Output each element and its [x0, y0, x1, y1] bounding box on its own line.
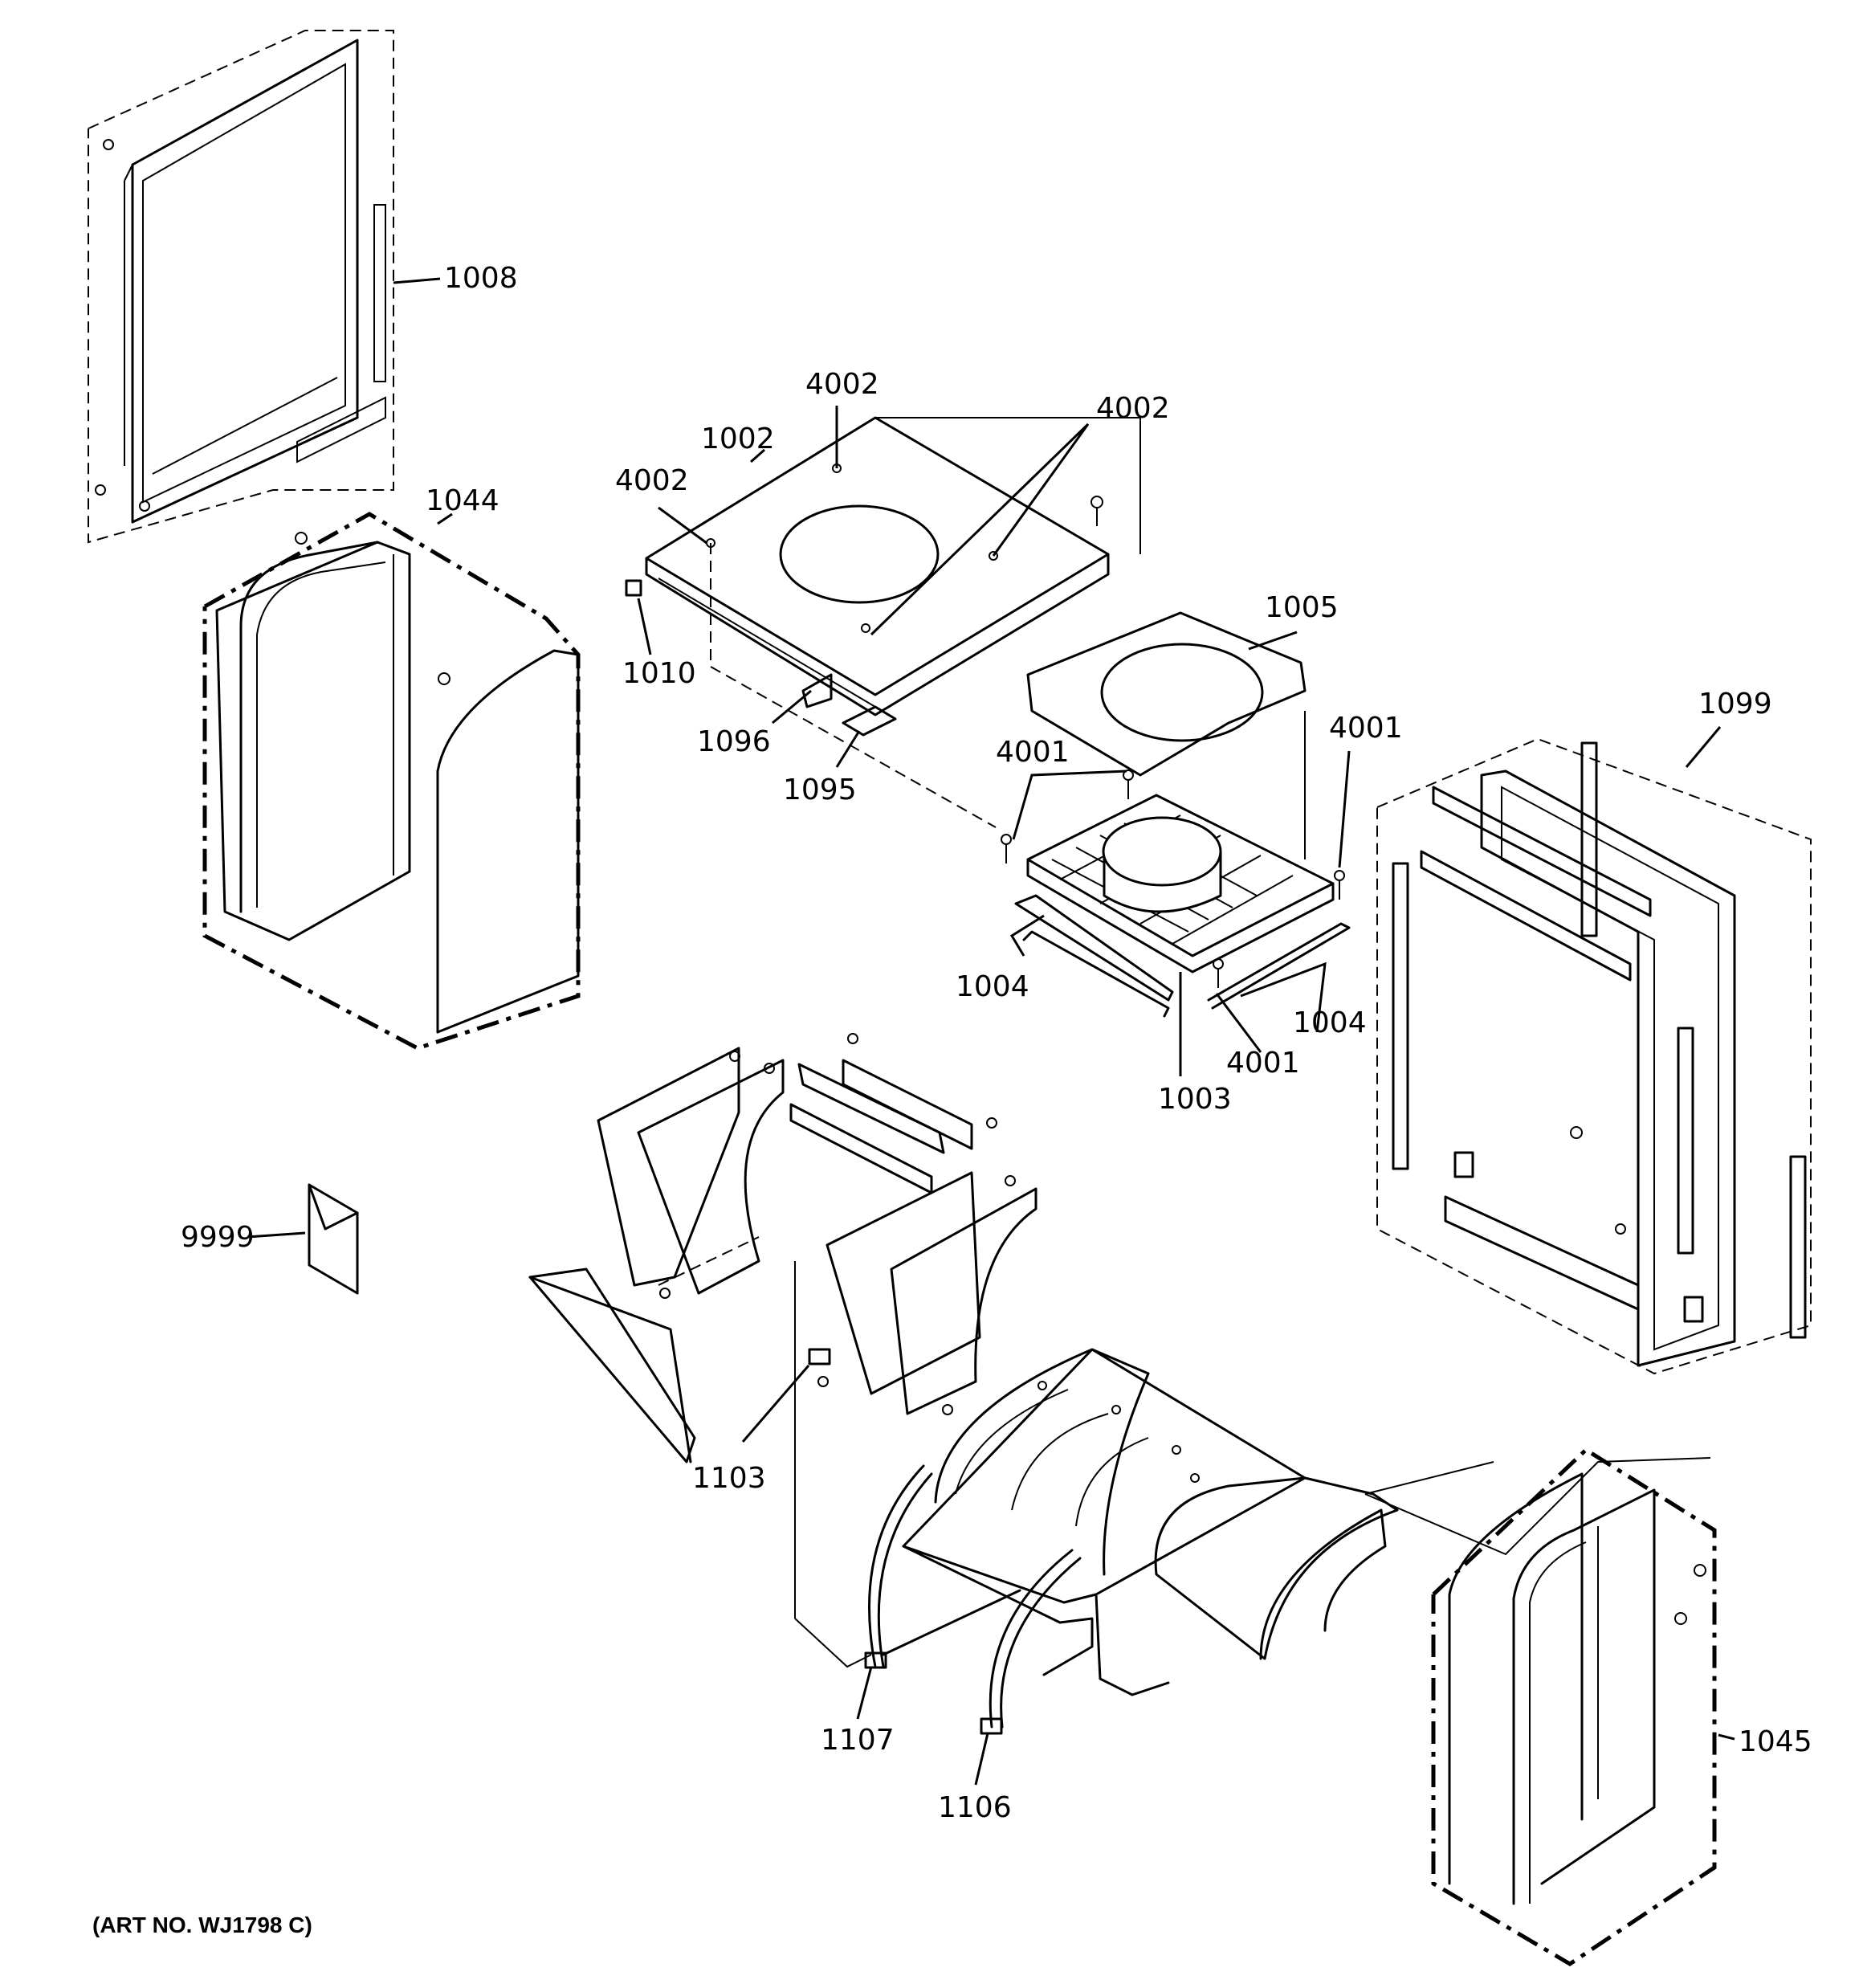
callout-1008: 1008	[444, 262, 518, 295]
callout-1095: 1095	[783, 774, 857, 806]
callout-1005: 1005	[1265, 591, 1339, 624]
callout-1044: 1044	[426, 484, 499, 517]
part-1002-top-plate	[625, 416, 1141, 828]
part-1045-side-panel	[1431, 1447, 1717, 1966]
part-1099-frame	[1376, 737, 1812, 1375]
callout-1045: 1045	[1739, 1725, 1812, 1758]
leader-lines	[247, 277, 1735, 1786]
part-1008-panel	[88, 30, 394, 544]
callout-9999: 9999	[181, 1221, 255, 1254]
callout-1099: 1099	[1698, 688, 1772, 720]
callout-1002: 1002	[701, 423, 775, 455]
part-1003-fan-shroud	[1001, 769, 1351, 1018]
part-1106-strap	[980, 1549, 1082, 1735]
art-number: (ART NO. WJ1798 C)	[92, 1912, 312, 1937]
part-1044-side-panel	[202, 512, 581, 1051]
callout-labels: 1008 1044 1002 4002 4002 4002 1010 1096 …	[181, 262, 1812, 1824]
callout-1010: 1010	[622, 657, 696, 690]
callout-1107: 1107	[821, 1724, 895, 1757]
callout-4001-b: 4001	[1329, 712, 1403, 745]
callout-1003: 1003	[1158, 1083, 1232, 1116]
callout-1106: 1106	[938, 1791, 1012, 1824]
callout-4001-c: 4001	[1226, 1047, 1300, 1080]
callout-4002-a: 4002	[805, 368, 879, 401]
callout-1096: 1096	[697, 725, 771, 758]
callout-4002-b: 4002	[1096, 392, 1170, 425]
part-9999-literature	[308, 1183, 359, 1295]
part-scroll-base	[794, 1261, 1711, 1696]
callout-1004-a: 1004	[956, 970, 1029, 1003]
part-blower-housing	[528, 1033, 1037, 1463]
callout-4001-a: 4001	[996, 736, 1070, 769]
callout-1004-b: 1004	[1293, 1006, 1367, 1039]
part-1005-gasket	[1026, 611, 1307, 859]
callout-4002-c: 4002	[615, 464, 689, 497]
callout-1103: 1103	[692, 1462, 766, 1495]
part-1107-strap	[864, 1464, 1021, 1669]
